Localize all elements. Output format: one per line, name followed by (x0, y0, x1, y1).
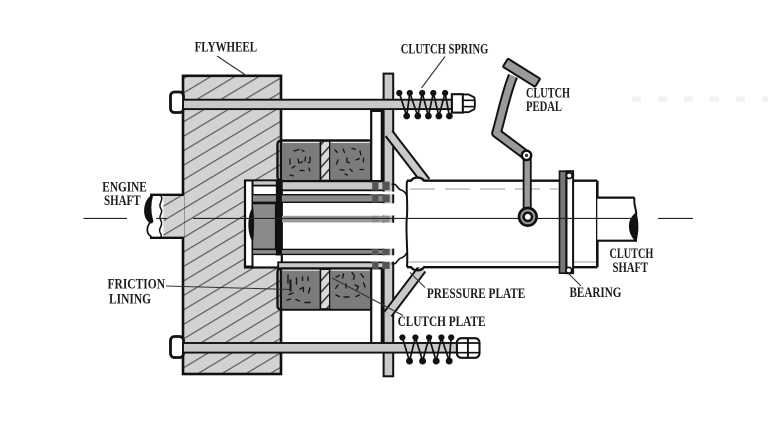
svg-text:PRESSURE PLATE: PRESSURE PLATE (427, 286, 525, 302)
svg-text:LINING: LINING (109, 292, 151, 308)
svg-text:SHAFT: SHAFT (104, 193, 141, 209)
svg-text:FLYWHEEL: FLYWHEEL (195, 40, 258, 56)
svg-text:CLUTCH: CLUTCH (610, 246, 654, 262)
svg-text:SHAFT: SHAFT (613, 260, 649, 276)
svg-text:PEDAL: PEDAL (526, 99, 562, 115)
svg-text:CLUTCH PLATE: CLUTCH PLATE (398, 314, 486, 330)
svg-text:BEARING: BEARING (570, 285, 622, 301)
svg-text:FRICTION: FRICTION (108, 277, 166, 293)
svg-text:CLUTCH: CLUTCH (526, 86, 570, 102)
svg-text:CLUTCH SPRING: CLUTCH SPRING (401, 42, 489, 58)
svg-text:ENGINE: ENGINE (102, 180, 147, 196)
